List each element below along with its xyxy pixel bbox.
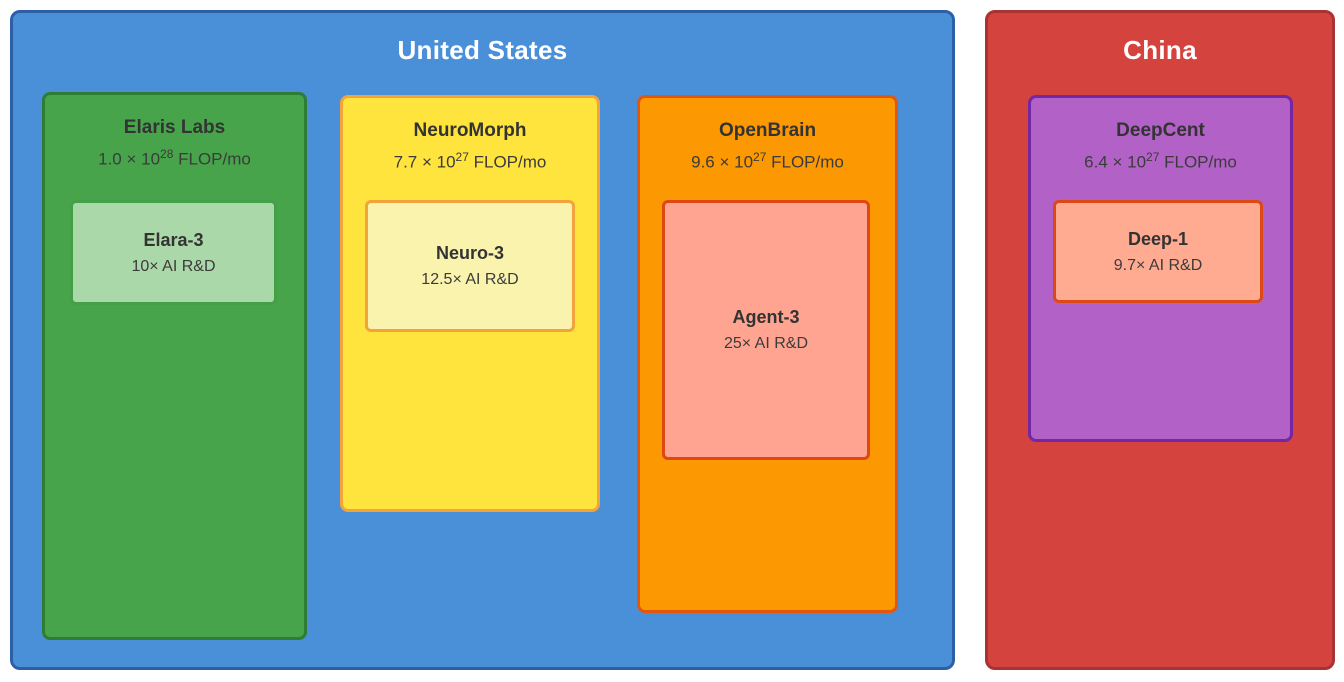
model-title-agent-3: Agent-3: [732, 307, 800, 327]
flop-exponent: 28: [160, 147, 174, 161]
lab-box-deepcent: DeepCent 6.4 × 1027 FLOP/mo Deep-1 9.7× …: [1028, 95, 1293, 442]
lab-title-openbrain: OpenBrain: [718, 120, 817, 141]
flop-exponent: 27: [1146, 150, 1160, 164]
model-title-neuro-3: Neuro-3: [435, 243, 504, 263]
model-title-elara-3: Elara-3: [143, 229, 204, 250]
model-rd-neuro-3: 12.5× AI R&D: [421, 271, 519, 288]
flop-value: 6.4 × 10: [1084, 152, 1147, 172]
flop-value: 7.7 × 10: [393, 152, 456, 172]
model-title-deep-1: Deep-1: [1127, 228, 1189, 249]
lab-box-neuromorph: NeuroMorph 7.7 × 1027 FLOP/mo Neuro-3 12…: [340, 95, 600, 512]
country-title-united-states: United States: [397, 35, 568, 65]
flop-unit: FLOP/mo: [473, 152, 547, 172]
model-box-elara-3: Elara-3 10× AI R&D: [70, 200, 277, 305]
flop-exponent: 27: [455, 150, 469, 164]
lab-title-neuromorph: NeuroMorph: [413, 120, 527, 141]
country-box-united-states: United States Elaris Labs 1.0 × 1028 FLO…: [10, 10, 955, 670]
lab-compute-openbrain: 9.6 × 1027 FLOP/mo: [640, 150, 895, 173]
country-title-china: China: [1123, 35, 1197, 65]
lab-box-openbrain: OpenBrain 9.6 × 1027 FLOP/mo Agent-3 25×…: [637, 95, 898, 613]
flop-value: 9.6 × 10: [691, 152, 754, 172]
flop-value: 1.0 × 10: [98, 149, 161, 169]
model-rd-elara-3: 10× AI R&D: [131, 257, 216, 275]
flop-exponent: 27: [753, 150, 767, 164]
lab-compute-deepcent: 6.4 × 1027 FLOP/mo: [1031, 150, 1290, 173]
lab-box-elaris-labs: Elaris Labs 1.0 × 1028 FLOP/mo Elara-3 1…: [42, 92, 307, 640]
model-box-agent-3: Agent-3 25× AI R&D: [662, 200, 870, 460]
flop-unit: FLOP/mo: [1164, 152, 1237, 172]
country-box-china: China DeepCent 6.4 × 1027 FLOP/mo Deep-1…: [985, 10, 1335, 670]
lab-compute-elaris-labs: 1.0 × 1028 FLOP/mo: [45, 147, 304, 170]
lab-title-deepcent: DeepCent: [1116, 120, 1205, 141]
flop-unit: FLOP/mo: [771, 152, 844, 172]
model-rd-agent-3: 25× AI R&D: [723, 335, 809, 352]
lab-title-elaris-labs: Elaris Labs: [123, 117, 226, 138]
model-box-deep-1: Deep-1 9.7× AI R&D: [1053, 200, 1263, 303]
model-rd-deep-1: 9.7× AI R&D: [1113, 256, 1203, 274]
flop-unit: FLOP/mo: [178, 149, 251, 169]
model-box-neuro-3: Neuro-3 12.5× AI R&D: [365, 200, 575, 332]
lab-compute-neuromorph: 7.7 × 1027 FLOP/mo: [343, 150, 597, 173]
